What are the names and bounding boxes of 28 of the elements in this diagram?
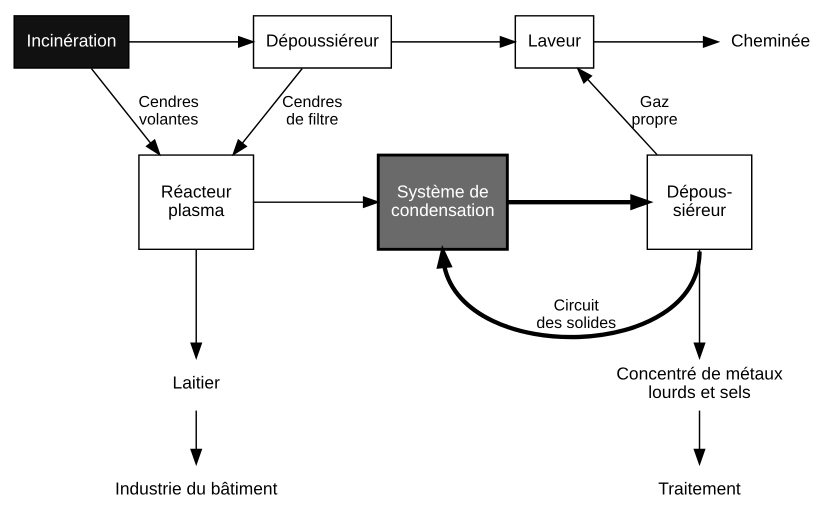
edge-label: Cendres de filtre (282, 93, 342, 128)
edge-label: Cendres volantes (138, 93, 199, 128)
node-box: Incinération (13, 14, 130, 68)
arrow (594, 35, 720, 48)
arrow (391, 35, 518, 48)
node-text: Industrie du bâtiment (115, 478, 278, 498)
node-text: Laitier (172, 372, 220, 392)
arrow (190, 249, 202, 360)
node-box: Système de condensation (376, 153, 509, 250)
arrow (254, 196, 380, 208)
node-text: Concentré de métaux lourds et sels (616, 362, 783, 402)
edge-label: Gaz propre (632, 93, 678, 128)
arrow (232, 68, 303, 156)
arrow (128, 35, 256, 48)
node-text: Cheminée (730, 30, 810, 50)
arrow (508, 194, 654, 210)
edge-label: Circuit des solides (536, 297, 616, 332)
node-box: Laveur (514, 14, 594, 68)
node-text: Traitement (658, 478, 741, 498)
arrow (576, 66, 658, 155)
arrow (693, 249, 706, 360)
node-box: Dépoussiéreur (252, 14, 392, 68)
arrow (90, 68, 161, 156)
node-box: Réacteur plasma (138, 154, 254, 250)
arrow (693, 410, 706, 466)
arrow (190, 410, 202, 466)
arrow (436, 244, 702, 339)
node-box: Dépous- siéreur (646, 154, 752, 250)
